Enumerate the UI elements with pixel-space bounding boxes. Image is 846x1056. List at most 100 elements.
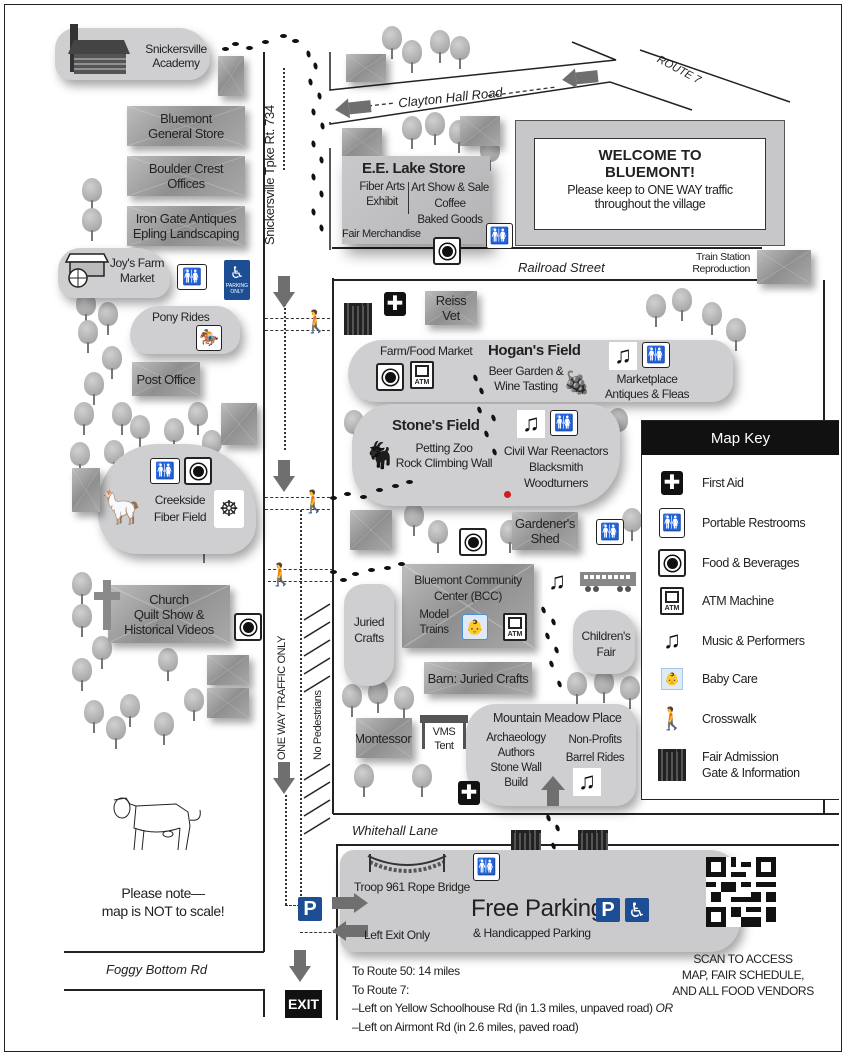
key-item-atm: ATM ATM Machine xyxy=(642,583,840,619)
ee-lake-divider xyxy=(408,182,409,214)
atm-icon[interactable]: ATM xyxy=(503,613,527,641)
music-icon[interactable]: ♫ xyxy=(573,768,601,796)
welcome-line-4: throughout the village xyxy=(594,197,706,211)
ee-lake-store[interactable]: E.E. Lake Store Fiber Arts Exhibit Art S… xyxy=(342,156,490,244)
food-icon[interactable] xyxy=(376,363,404,391)
parking-icon[interactable]: P xyxy=(596,898,620,922)
restroom-icon[interactable]: 🚻 xyxy=(550,410,578,436)
food-icon[interactable] xyxy=(459,528,487,556)
key-item-gate: Fair Admission Gate & Information xyxy=(642,743,840,787)
stones-field-title: Stone's Field xyxy=(392,417,480,434)
snickersville-road-right-edge xyxy=(332,278,334,814)
food-icon[interactable] xyxy=(184,457,212,485)
one-way-arrow-down xyxy=(273,276,295,308)
montessori[interactable]: Montessori xyxy=(356,718,412,758)
music-icon: ♫ xyxy=(658,627,686,655)
whitehall-lane-label: Whitehall Lane xyxy=(352,823,438,838)
key-item-restrooms: 🚻 Portable Restrooms xyxy=(642,505,840,541)
crosswalk-icon[interactable]: 🚶 xyxy=(267,562,295,587)
not-to-scale-note: Please note— map is NOT to scale! xyxy=(101,885,225,919)
key-item-baby-care: 👶 Baby Care xyxy=(642,661,840,697)
parking-entry-arrow xyxy=(332,893,368,913)
restroom-icon[interactable]: 🚻 xyxy=(177,264,207,290)
first-aid-icon[interactable]: ✚ xyxy=(384,292,406,316)
atm-icon[interactable]: ATM xyxy=(410,361,434,389)
creekside-fiber-field-label: Creekside Fiber Field xyxy=(153,493,207,524)
restroom-icon[interactable]: 🚻 xyxy=(486,223,513,249)
entry-arrow-up xyxy=(541,776,565,806)
you-are-here-marker xyxy=(504,491,511,498)
qr-code[interactable] xyxy=(706,857,776,927)
one-way-arrow-down xyxy=(273,762,295,794)
handicap-parking-icon[interactable]: ♿ PARKING ONLY xyxy=(224,260,250,300)
building-north-1 xyxy=(346,54,386,82)
vms-tent[interactable]: VMS Tent xyxy=(420,715,468,755)
horse-rider-icon: 🏇 xyxy=(196,325,222,351)
food-icon[interactable] xyxy=(234,613,262,641)
train-station-reproduction[interactable] xyxy=(757,250,811,284)
juried-crafts-area[interactable] xyxy=(344,584,394,686)
music-icon[interactable]: ♫ xyxy=(517,410,545,438)
gate-icon[interactable] xyxy=(344,303,372,335)
railroad-street-top-edge xyxy=(332,247,762,249)
stones-field-right-label: Civil War Reenactors Blacksmith Woodturn… xyxy=(503,444,609,490)
directions: To Route 50: 14 miles To Route 7: –Left … xyxy=(352,964,673,1034)
mountain-meadow-left: Archaeology Authors Stone Wall Build xyxy=(486,732,546,789)
baby-care-icon[interactable]: 👶 xyxy=(462,614,488,640)
spinning-wheel-icon: ☸ xyxy=(214,490,244,528)
parking-entry-path xyxy=(285,905,300,906)
beer-garden-label: Beer Garden & Wine Tasting xyxy=(488,364,564,393)
ee-lake-fair-merchandise: Fair Merchandise xyxy=(342,228,421,240)
crosswalk-3-line-b xyxy=(268,581,333,582)
grapes-icon: 🍇 xyxy=(563,370,591,395)
train-car-icon xyxy=(580,572,636,592)
free-parking-area[interactable] xyxy=(340,850,740,952)
restroom-icon[interactable]: 🚻 xyxy=(596,519,624,545)
restroom-icon[interactable]: 🚻 xyxy=(150,458,180,484)
foggy-bottom-right-edge xyxy=(263,989,265,1017)
one-way-label: ONE WAY TRAFFIC ONLY xyxy=(276,635,288,760)
no-pedestrian-hatch xyxy=(303,603,331,835)
restroom-icon[interactable]: 🚻 xyxy=(473,853,500,881)
llama-icon: 🦙 xyxy=(100,488,143,526)
left-exit-only-label: Left Exit Only xyxy=(364,928,430,942)
clayton-hall-arrow-left xyxy=(334,96,372,120)
cow-illustration xyxy=(113,797,201,851)
first-aid-icon[interactable]: ✚ xyxy=(458,781,480,805)
wheelchair-icon[interactable]: ♿ xyxy=(625,898,649,922)
handicapped-parking-label: & Handicapped Parking xyxy=(473,926,591,940)
model-trains-label: Model Trains xyxy=(419,609,449,636)
crosswalk-2-line-b xyxy=(265,509,330,510)
music-icon[interactable]: ♫ xyxy=(543,568,571,596)
hogans-field-title: Hogan's Field xyxy=(488,342,581,359)
building-west-3 xyxy=(207,655,249,685)
barn-juried-crafts[interactable]: Barn: Juried Crafts xyxy=(424,662,532,694)
joys-farm-market-label: Joy's Farm Market xyxy=(109,256,165,285)
crosswalk-icon: 🚶 xyxy=(658,706,686,731)
childrens-fair-area[interactable] xyxy=(573,610,635,674)
foggy-bottom-top-edge xyxy=(64,951,264,953)
parking-icon[interactable]: P xyxy=(298,897,322,921)
crosswalk-icon[interactable]: 🚶 xyxy=(302,309,330,334)
crosswalk-icon[interactable]: 🚶 xyxy=(300,489,328,514)
music-icon[interactable]: ♫ xyxy=(609,342,637,370)
post-office[interactable]: Post Office xyxy=(132,362,200,396)
map-frame xyxy=(4,4,842,1052)
clayton-hall-road-lines xyxy=(329,41,791,250)
pony-rides-label: Pony Rides xyxy=(152,310,210,324)
restroom-icon[interactable]: 🚻 xyxy=(642,342,670,368)
food-icon[interactable] xyxy=(433,237,461,265)
center-line-lower xyxy=(300,510,302,900)
railroad-street-bottom-edge xyxy=(333,279,763,281)
exit-sign: EXIT xyxy=(285,990,322,1018)
log-cabin-icon xyxy=(68,24,130,74)
crosswalk-2-line-a xyxy=(265,497,330,498)
building-north-2 xyxy=(342,128,382,156)
railroad-street-label: Railroad Street xyxy=(518,260,605,275)
